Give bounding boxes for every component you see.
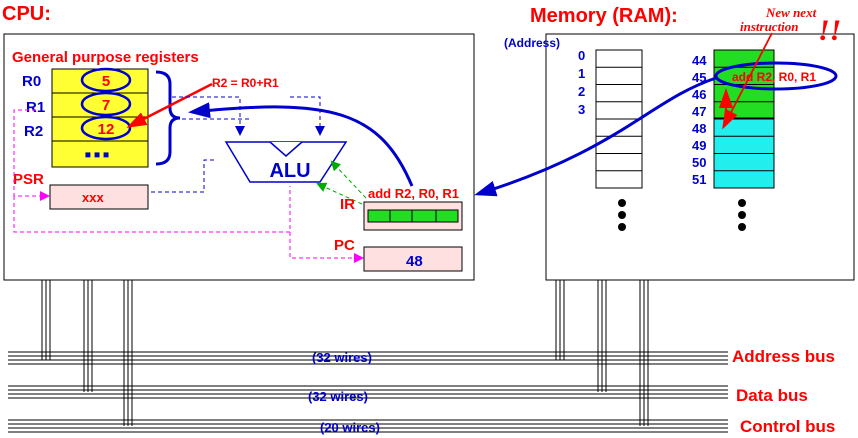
alu-notch — [269, 141, 303, 157]
address-bus-wires: (32 wires) — [312, 350, 372, 365]
operand-c-line — [290, 96, 325, 136]
address-47: 47 — [692, 104, 706, 119]
ir-label: IR — [340, 196, 355, 213]
register-r1-highlight — [80, 91, 132, 117]
data-bus-lines — [8, 385, 728, 399]
register-r2-highlight — [80, 115, 132, 141]
data-bus-wires: (32 wires) — [308, 389, 368, 404]
memory-bus-taps — [555, 280, 649, 426]
ir-bits — [367, 209, 459, 223]
pc-value: 48 — [406, 253, 423, 270]
control-line-bottom — [13, 186, 291, 233]
register-value-r0: 5 — [102, 73, 110, 90]
address-45: 45 — [692, 70, 706, 85]
register-value-r1: 7 — [102, 97, 110, 114]
register-name-r1: R1 — [26, 99, 45, 116]
psr-register — [49, 184, 149, 210]
alu-to-psr-line — [148, 159, 214, 193]
ir-to-alu-line-b — [330, 160, 367, 199]
register-r0-highlight — [80, 67, 132, 93]
register-value-r2: 12 — [98, 121, 115, 138]
address-48: 48 — [692, 121, 706, 136]
alu-label: ALU — [269, 160, 310, 182]
cpu-bus-taps — [41, 280, 133, 426]
address-0: 0 — [578, 48, 585, 63]
memory-continuation-right — [738, 199, 746, 231]
psr-label: PSR — [13, 171, 44, 188]
memory-instruction-highlight — [714, 61, 838, 91]
memory-continuation-left — [618, 199, 626, 231]
data-bus-label: Data bus — [736, 386, 808, 405]
more-registers: ▪▪▪ — [84, 144, 111, 166]
address-46: 46 — [692, 87, 706, 102]
register-name-r2: R2 — [24, 123, 43, 140]
ir-instruction: add R2, R0, R1 — [368, 186, 459, 201]
add-annotation: R2 = R0+R1 — [212, 76, 279, 90]
pc-register — [363, 246, 463, 272]
ir-to-alu-line-a — [316, 182, 363, 205]
address-header: (Address) — [504, 36, 560, 50]
cpu-title: CPU: — [2, 3, 51, 25]
address-50: 50 — [692, 155, 706, 170]
pc-label: PC — [334, 237, 355, 254]
address-1: 1 — [578, 66, 585, 81]
register-name-r0: R0 — [22, 73, 41, 90]
next-instruction-note-2: instruction — [740, 19, 799, 34]
address-2: 2 — [578, 84, 585, 99]
address-bus-lines — [8, 351, 728, 365]
result-arrow — [188, 102, 414, 187]
address-49: 49 — [692, 138, 706, 153]
psr-value: xxx — [82, 190, 104, 205]
gpr-title: General purpose registers — [12, 49, 199, 66]
address-3: 3 — [578, 102, 585, 117]
fetch-arrow — [474, 76, 717, 197]
operand-a-line — [172, 96, 245, 136]
control-bus-lines — [8, 419, 728, 433]
control-line-left — [13, 109, 50, 201]
exclamation-marks: !! — [818, 14, 841, 47]
next-instruction-note-1: New next — [765, 5, 817, 20]
alu-shape — [224, 141, 348, 183]
address-51: 51 — [692, 172, 706, 187]
address-bus-label: Address bus — [732, 347, 835, 366]
memory-instruction: add R2, R0, R1 — [732, 70, 816, 84]
pc-line — [289, 232, 364, 263]
control-bus-label: Control bus — [740, 417, 835, 436]
memory-title: Memory (RAM): — [530, 5, 678, 27]
next-instruction-arrow — [722, 32, 773, 130]
address-44: 44 — [692, 53, 707, 68]
control-bus-wires: (20 wires) — [320, 420, 380, 435]
annotation-arrow — [126, 82, 213, 128]
register-brace — [155, 70, 181, 166]
